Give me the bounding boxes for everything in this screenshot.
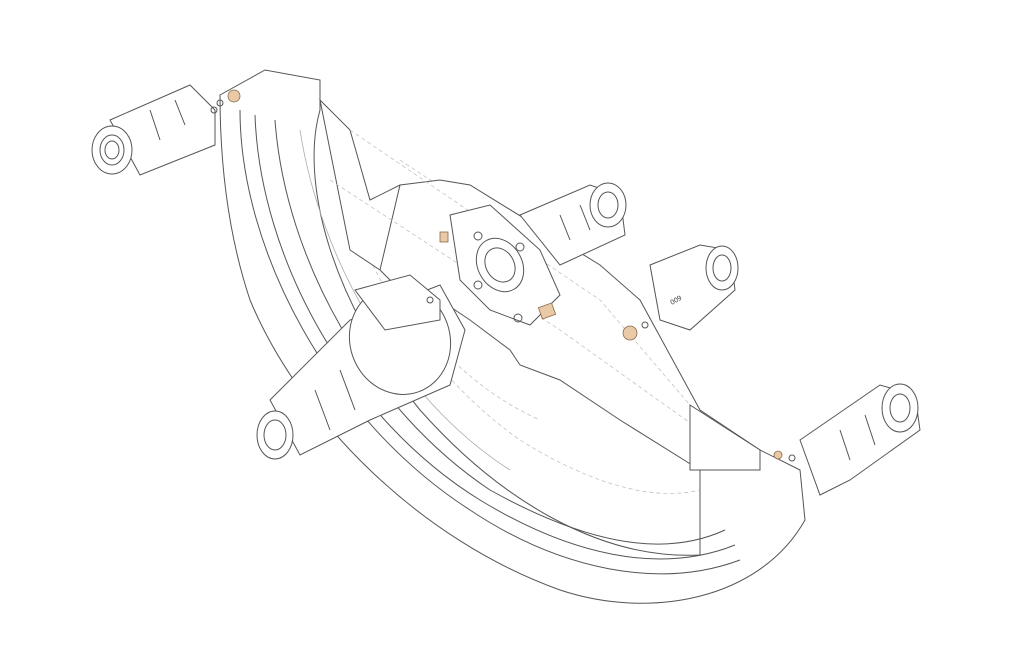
nozzle-right-center: 009 [622,244,739,341]
nozzle-bottom-right [773,383,921,496]
nozzle-top-left [91,84,241,176]
nozzle-top-center [519,182,627,266]
nozzle-bottom-left [256,274,466,460]
center-hub [439,204,561,326]
part-marking: 009 [670,295,684,307]
